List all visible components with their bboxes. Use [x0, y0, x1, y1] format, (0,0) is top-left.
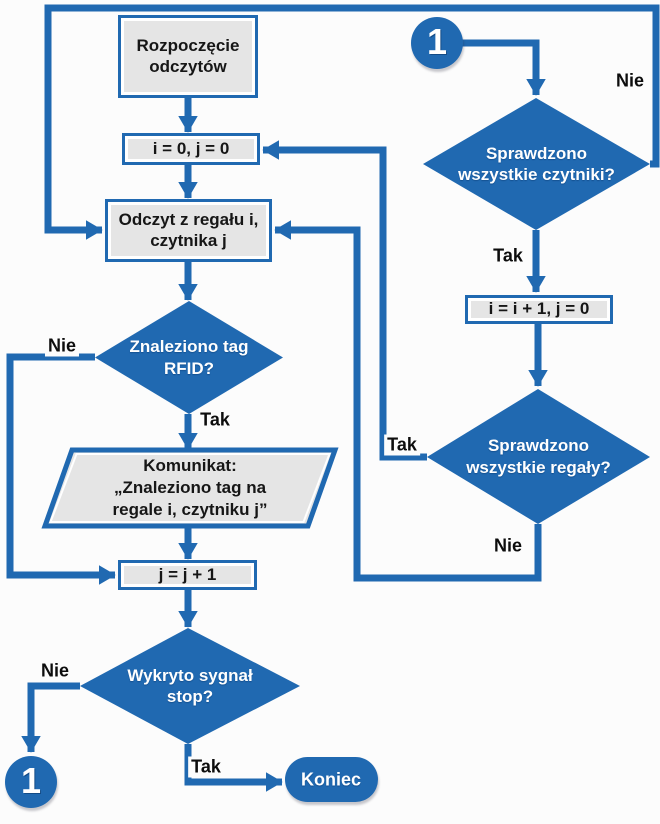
- process-init-counters: i = 0, j = 0: [122, 133, 260, 165]
- process-read-shelf-reader: Odczyt z regału i, czytnika j: [105, 199, 272, 262]
- edge-allreaders-no-to-read: [44, 4, 660, 240]
- edge-label-allreaders-no: Nie: [612, 70, 648, 92]
- edge-label-allshelves-yes: Tak: [384, 434, 420, 456]
- decision-all-shelves-shape: [427, 389, 650, 524]
- process-start-readings: Rozpoczęcie odczytów: [118, 15, 258, 98]
- process-increment-j: j = j + 1: [118, 560, 257, 590]
- terminator-end-label: Koniec: [300, 769, 362, 790]
- edge-tagfound-no-to-incrj: [6, 353, 116, 585]
- decision-tag-found-shape: [95, 301, 283, 414]
- process-init-label: i = 0, j = 0: [152, 138, 230, 158]
- decision-all-readers-shape: [423, 98, 650, 230]
- offpage-connector-top-shape: [411, 17, 463, 69]
- process-increment-i-reset-j: i = i + 1, j = 0: [465, 295, 613, 324]
- process-read-line2: czytnika j: [150, 230, 227, 250]
- decision-stop-signal-shape: [80, 628, 300, 744]
- edge-allshelves-no-to-read: [274, 220, 542, 582]
- edge-label-stop-yes: Tak: [188, 756, 224, 778]
- process-increment-i-label: i = i + 1, j = 0: [488, 299, 590, 319]
- terminator-end-shape: [285, 757, 378, 802]
- edge-label-stop-no: Nie: [37, 660, 73, 682]
- process-read-line1: Odczyt z regału i,: [118, 209, 259, 229]
- io-message-inner-outline: [49, 453, 331, 523]
- edge-allshelves-yes-to-init: [262, 140, 427, 461]
- edge-connector1-to-allreaders: [462, 39, 546, 96]
- offpage-connector-bottom-shape: [5, 756, 57, 808]
- process-start-line2: odczytów: [149, 56, 227, 76]
- offpage-connector-top-label: 1: [426, 21, 448, 63]
- edge-label-tagfound-no: Nie: [44, 335, 80, 357]
- process-start-line1: Rozpoczęcie: [136, 35, 240, 55]
- edge-label-tagfound-yes: Tak: [197, 409, 233, 431]
- edge-label-allreaders-yes: Tak: [490, 245, 526, 267]
- io-message-shape: [41, 447, 339, 529]
- process-increment-j-label: j = j + 1: [158, 564, 217, 584]
- edge-stop-yes-to-end: [184, 744, 283, 792]
- edge-stop-no-to-connector1: [21, 682, 80, 753]
- offpage-connector-bottom-label: 1: [20, 760, 42, 802]
- edge-label-allshelves-no: Nie: [490, 535, 526, 557]
